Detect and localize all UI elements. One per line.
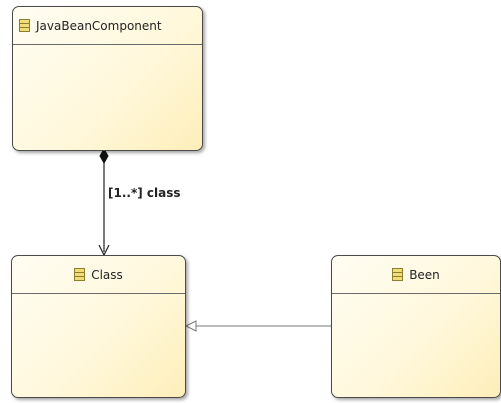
class-icon — [392, 268, 404, 281]
composition-label: [1..*] class — [108, 186, 181, 200]
class-class[interactable]: Class — [11, 255, 186, 398]
class-been-header: Been — [332, 256, 500, 294]
class-javabeancomponent-name: JavaBeanComponent — [36, 18, 162, 33]
class-javabeancomponent[interactable]: JavaBeanComponent — [12, 6, 203, 151]
class-class-header: Class — [12, 256, 185, 294]
class-been-name: Been — [409, 267, 440, 282]
composition-diamond — [99, 147, 109, 165]
class-been[interactable]: Been — [331, 255, 501, 398]
class-javabeancomponent-header: JavaBeanComponent — [13, 7, 202, 45]
class-icon — [19, 19, 30, 32]
generalization-triangle — [184, 320, 197, 332]
class-icon — [74, 268, 86, 281]
class-class-name: Class — [91, 267, 123, 282]
